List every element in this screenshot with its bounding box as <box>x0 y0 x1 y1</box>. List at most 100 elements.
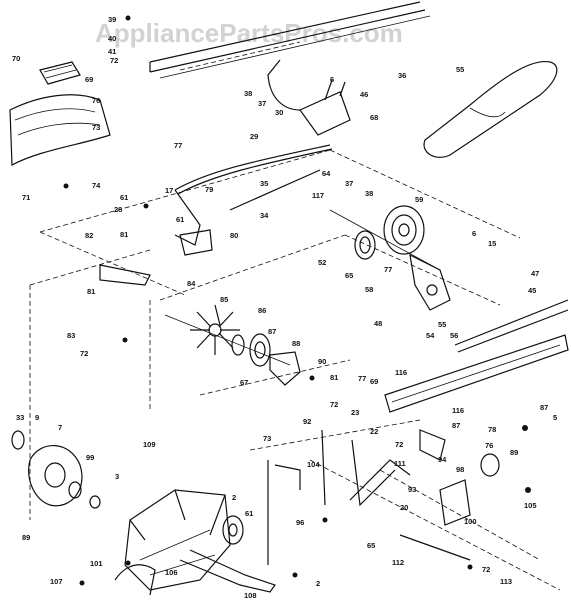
callout-54: 54 <box>426 331 435 340</box>
callout-73: 73 <box>92 123 100 132</box>
callout-55: 55 <box>456 65 464 74</box>
callout-61a: 61 <box>120 193 128 202</box>
watermark: AppliancePartsPros.com <box>95 18 403 48</box>
callout-92: 92 <box>303 417 311 426</box>
callout-87b: 87 <box>540 403 548 412</box>
callout-89b: 105 <box>524 501 537 510</box>
callout-73b: 111 <box>394 459 406 468</box>
callout-6b: 6 <box>472 229 476 238</box>
callout-72b: 72 <box>80 349 88 358</box>
callout-94: 93 <box>408 485 416 494</box>
callout-104: 73 <box>263 434 271 443</box>
callout-41: 41 <box>108 47 116 56</box>
callout-89c: 113 <box>500 577 512 586</box>
callout-116b: 116 <box>452 406 464 415</box>
hardware-dots <box>63 15 531 586</box>
callout-77c: 77 <box>358 374 366 383</box>
callout-88: 88 <box>292 339 300 348</box>
callout-117: 117 <box>312 191 324 200</box>
callout-105: 96 <box>296 518 304 527</box>
callout-71: 71 <box>22 193 30 202</box>
callout-81c: 81 <box>330 373 338 382</box>
drive-belt <box>423 60 558 158</box>
callout-72d: 78 <box>488 425 496 434</box>
top-frame-rail <box>149 1 431 79</box>
callout-89a: 76 <box>485 441 493 450</box>
callout-28: 28 <box>114 205 122 214</box>
callout-72e: 2 <box>316 579 320 588</box>
callout-15: 15 <box>488 239 496 248</box>
callout-83: 83 <box>67 331 75 340</box>
callout-labels: 39 40 41 70 76 72 69 73 77 71 74 38 37 6… <box>12 15 557 600</box>
callout-65b: 89 <box>22 533 30 542</box>
callout-76: 76 <box>92 96 100 105</box>
callout-48: 48 <box>374 319 382 328</box>
callout-101: 100 <box>464 517 477 526</box>
wheel-hub <box>11 430 101 509</box>
callout-107: 106 <box>165 568 178 577</box>
callout-81b: 81 <box>87 287 95 296</box>
callout-98: 94 <box>438 455 447 464</box>
callout-9: 9 <box>35 413 39 422</box>
callout-36: 36 <box>398 71 406 80</box>
callout-3: 99 <box>86 453 94 462</box>
transaxle <box>114 489 276 596</box>
callout-80: 80 <box>230 231 238 240</box>
control-rod <box>174 144 333 211</box>
callout-65: 65 <box>345 271 353 280</box>
linkage-rods <box>267 429 500 565</box>
callout-61b: 61 <box>176 215 184 224</box>
callout-47: 47 <box>531 269 539 278</box>
callout-77b: 77 <box>384 265 392 274</box>
callout-20: 61 <box>245 509 253 518</box>
idler-bracket <box>409 253 451 311</box>
callout-17: 17 <box>165 186 173 195</box>
fan-assembly <box>164 304 301 386</box>
callout-99: 98 <box>456 465 464 474</box>
callout-35: 35 <box>260 179 268 188</box>
callout-69: 69 <box>85 75 93 84</box>
callout-2b: 108 <box>244 591 257 600</box>
callout-93: 104 <box>307 460 320 469</box>
callout-109: 109 <box>143 440 156 449</box>
callout-2a: 3 <box>115 472 119 481</box>
callout-78: 87 <box>452 421 460 430</box>
callout-67: 67 <box>240 378 248 387</box>
callout-90: 90 <box>318 357 326 366</box>
callout-38b: 38 <box>365 189 373 198</box>
callout-64: 64 <box>322 169 331 178</box>
callout-87a: 87 <box>268 327 276 336</box>
callout-38: 38 <box>244 89 252 98</box>
callout-30: 30 <box>275 108 283 117</box>
callout-76b: 72 <box>395 440 403 449</box>
callout-6: 6 <box>330 75 334 84</box>
fender-seat <box>9 61 111 166</box>
callout-106: 101 <box>90 559 103 568</box>
callout-56: 56 <box>450 331 458 340</box>
callout-100: 112 <box>392 558 404 567</box>
callout-69b: 69 <box>370 377 378 386</box>
callout-22: 22 <box>370 427 378 436</box>
callout-46: 46 <box>360 90 368 99</box>
callout-84: 84 <box>187 279 196 288</box>
callout-68: 68 <box>370 113 378 122</box>
callout-113: 72 <box>482 565 490 574</box>
callout-85: 85 <box>220 295 228 304</box>
callout-29: 29 <box>250 132 258 141</box>
callout-23: 23 <box>351 408 359 417</box>
callout-79: 79 <box>205 185 213 194</box>
callout-82: 82 <box>85 231 93 240</box>
callout-7: 7 <box>58 423 62 432</box>
lever-assembly <box>99 59 351 286</box>
callout-72c: 72 <box>330 400 338 409</box>
pulleys <box>329 205 441 271</box>
callout-52: 52 <box>318 258 326 267</box>
callout-45: 45 <box>528 286 536 295</box>
callout-59: 59 <box>415 195 423 204</box>
callout-37b: 37 <box>345 179 353 188</box>
callout-33: 33 <box>16 413 24 422</box>
callout-77: 77 <box>174 141 182 150</box>
callout-96: 20 <box>400 503 408 512</box>
callout-37: 37 <box>258 99 266 108</box>
